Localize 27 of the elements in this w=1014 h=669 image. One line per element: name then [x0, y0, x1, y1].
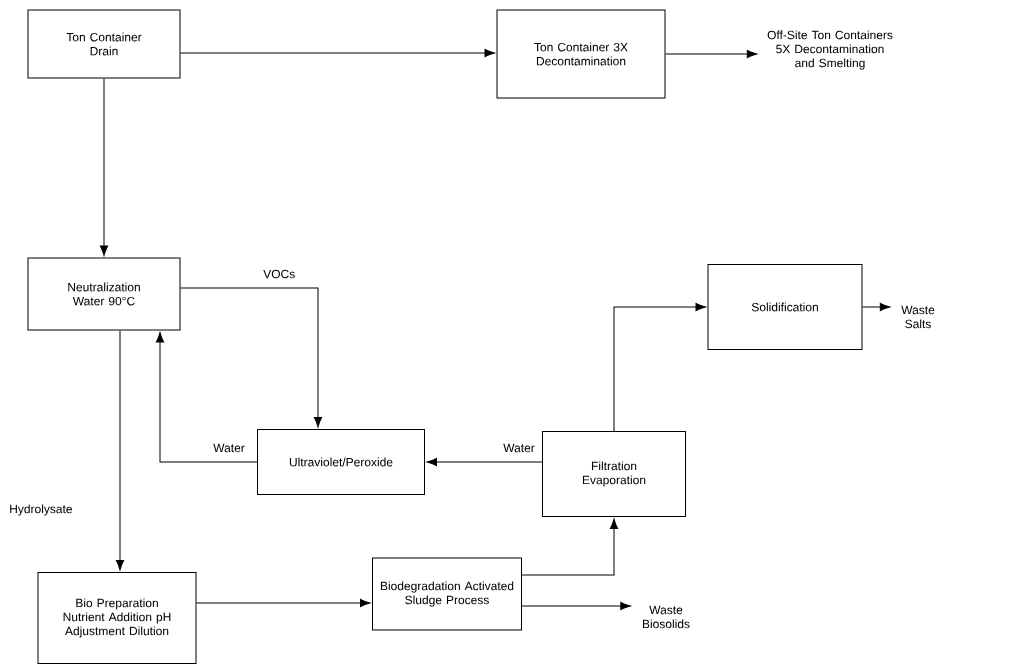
process-box: Solidification: [707, 264, 863, 350]
arrow: [521, 518, 619, 576]
edge-label: VOCs: [262, 268, 297, 280]
arrow: [665, 49, 758, 59]
process-box: Biodegradation Activated Sludge Process: [372, 557, 522, 631]
edge-label: Water: [212, 442, 246, 454]
arrow: [115, 330, 125, 571]
arrow: [180, 287, 323, 428]
process-box: Ultraviolet/Peroxide: [257, 429, 425, 495]
arrow: [196, 598, 371, 608]
arrow: [613, 302, 706, 432]
process-box: Neutralization Water 90°C: [27, 257, 181, 331]
arrow: [99, 78, 109, 256]
process-box: Bio Preparation Nutrient Addition pH Adjustment Dilution: [37, 572, 197, 664]
edge-label: Hydrolysate: [8, 503, 74, 517]
output-label: Off-Site Ton Containers 5X Decontamination and Smelting: [767, 30, 893, 70]
arrow: [155, 332, 258, 463]
arrow: [521, 601, 631, 611]
process-box: Filtration Evaporation: [542, 431, 686, 517]
output-label: Waste Biosolids: [643, 605, 690, 629]
process-box: Ton Container 3X Decontamination: [496, 9, 666, 99]
arrow: [426, 457, 543, 467]
edge-label: Water: [502, 442, 536, 454]
output-label: Waste Salts: [901, 305, 935, 329]
arrow: [862, 302, 891, 312]
process-box: Ton Container Drain: [27, 9, 181, 79]
arrow: [180, 48, 495, 58]
